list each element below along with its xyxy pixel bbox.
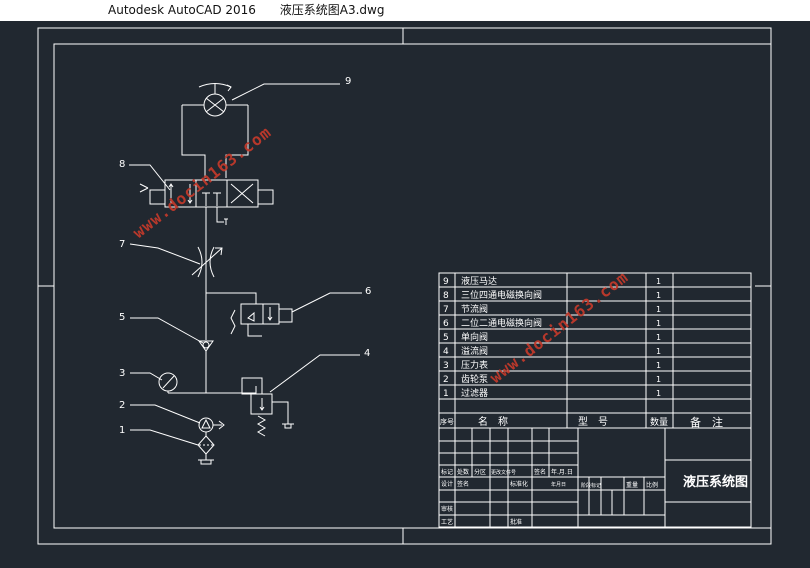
parts-row-name: 齿轮泵 — [461, 373, 488, 385]
inner-border — [53, 43, 772, 529]
parts-row-no: 7 — [443, 305, 449, 315]
label-standard: 标准化 — [510, 480, 528, 488]
leader-4 — [269, 354, 360, 393]
parts-row-qty: 1 — [656, 389, 661, 398]
header-model: 型 号 — [578, 415, 608, 428]
header-remark: 备 注 — [690, 415, 723, 429]
leader-3 — [130, 372, 163, 381]
parts-row-no: 3 — [443, 361, 449, 371]
label-review: 审核 — [441, 505, 453, 513]
label-approve: 批准 — [510, 518, 522, 526]
parts-list-header: 序号 名 称 型 号 数量 备 注 — [440, 415, 723, 429]
header-name: 名 称 — [478, 415, 508, 428]
parts-row-qty: 1 — [656, 333, 661, 342]
file-name: 液压系统图A3.dwg — [279, 3, 385, 17]
window-titlebar: Autodesk AutoCAD 2016 液压系统图A3.dwg — [0, 0, 810, 21]
cad-drawing-canvas[interactable]: 9 8 7 6 5 4 3 2 1 9 液压马达 1 8 三位四通电磁换向阀 1 7 节流阀 1… — [0, 21, 810, 568]
two-way-solenoid-valve-symbol — [230, 303, 293, 337]
callout-9: 9 — [345, 76, 351, 87]
callout-numbers: 9 8 7 6 5 4 3 2 1 — [119, 76, 371, 436]
parts-row-name: 过滤器 — [461, 387, 488, 399]
parts-row-name: 二位二通电磁换向阀 — [461, 317, 542, 329]
callout-2: 2 — [119, 400, 125, 411]
parts-row-qty: 1 — [656, 277, 661, 286]
leader-9 — [231, 83, 340, 101]
callout-8: 8 — [119, 159, 125, 170]
pressure-gauge-symbol — [158, 372, 178, 393]
leader-1 — [130, 429, 199, 446]
solenoid-directional-valve-symbol — [139, 179, 274, 208]
label-process: 工艺 — [441, 518, 453, 526]
hydraulic-schematic — [129, 83, 362, 465]
check-valve-symbol — [198, 340, 214, 352]
title-block — [438, 427, 752, 528]
callout-1: 1 — [119, 425, 125, 436]
parts-row-no: 2 — [443, 375, 449, 385]
label-design: 设计 — [441, 480, 453, 488]
parts-row-no: 6 — [443, 319, 449, 329]
label-design-sign: 签名 — [457, 480, 469, 488]
parts-row-no: 8 — [443, 291, 449, 301]
label-count: 处数 — [457, 468, 469, 476]
parts-row-no: 5 — [443, 333, 449, 343]
parts-row-qty: 1 — [656, 319, 661, 328]
parts-row-name: 单向阀 — [461, 331, 488, 343]
callout-6: 6 — [365, 286, 371, 297]
leader-5 — [130, 317, 204, 344]
parts-list-rows: 9 液压马达 1 8 三位四通电磁换向阀 1 7 节流阀 1 6 二位二通电磁换向阀 1 5 单向阀 1 4 溢… — [443, 275, 661, 399]
label-change-doc: 更改文件号 — [491, 469, 516, 476]
parts-row-name: 三位四通电磁换向阀 — [461, 289, 542, 301]
parts-row-qty: 1 — [656, 291, 661, 300]
leader-2 — [130, 404, 201, 424]
label-sign: 签名 — [534, 468, 546, 476]
callout-5: 5 — [119, 312, 125, 323]
parts-row-name: 溢流阀 — [461, 345, 488, 357]
drawing-frame — [37, 27, 772, 545]
label-stage: 阶段标记 — [581, 482, 601, 489]
label-date: 年.月.日 — [551, 468, 573, 476]
app-title: Autodesk AutoCAD 2016 — [108, 3, 256, 17]
parts-row-name: 压力表 — [461, 359, 488, 371]
parts-row-no: 1 — [443, 389, 449, 399]
callout-7: 7 — [119, 239, 125, 250]
leader-8 — [129, 164, 171, 191]
drawing-title: 液压系统图 — [683, 474, 748, 490]
parts-row-no: 9 — [443, 277, 449, 287]
parts-row-qty: 1 — [656, 347, 661, 356]
leader-6 — [291, 292, 362, 313]
label-ymd: 年月日 — [551, 481, 566, 488]
outer-border — [37, 27, 772, 545]
filter-symbol — [197, 435, 215, 465]
parts-row-no: 4 — [443, 347, 449, 357]
gear-pump-symbol — [198, 417, 225, 436]
leader-7 — [129, 243, 201, 265]
parts-row-name: 液压马达 — [461, 275, 497, 287]
relief-valve-symbol — [241, 377, 294, 437]
callout-3: 3 — [119, 368, 125, 379]
header-qty: 数量 — [650, 416, 668, 428]
title-block-labels: 标记 处数 分区 更改文件号 签名 年.月.日 设计 签名 标准化 年月日 阶段… — [441, 468, 658, 526]
header-no: 序号 — [440, 417, 454, 426]
parts-row-qty: 1 — [656, 361, 661, 370]
label-zone: 分区 — [474, 468, 486, 476]
callout-4: 4 — [364, 348, 370, 359]
label-mark: 标记 — [441, 468, 453, 476]
parts-row-qty: 1 — [656, 375, 661, 384]
label-weight: 重量 — [626, 481, 638, 489]
parts-row-name: 节流阀 — [461, 303, 488, 315]
hydraulic-motor-symbol — [182, 83, 248, 117]
throttle-valve-symbol — [191, 232, 223, 293]
parts-row-qty: 1 — [656, 305, 661, 314]
label-scale: 比例 — [646, 481, 658, 489]
